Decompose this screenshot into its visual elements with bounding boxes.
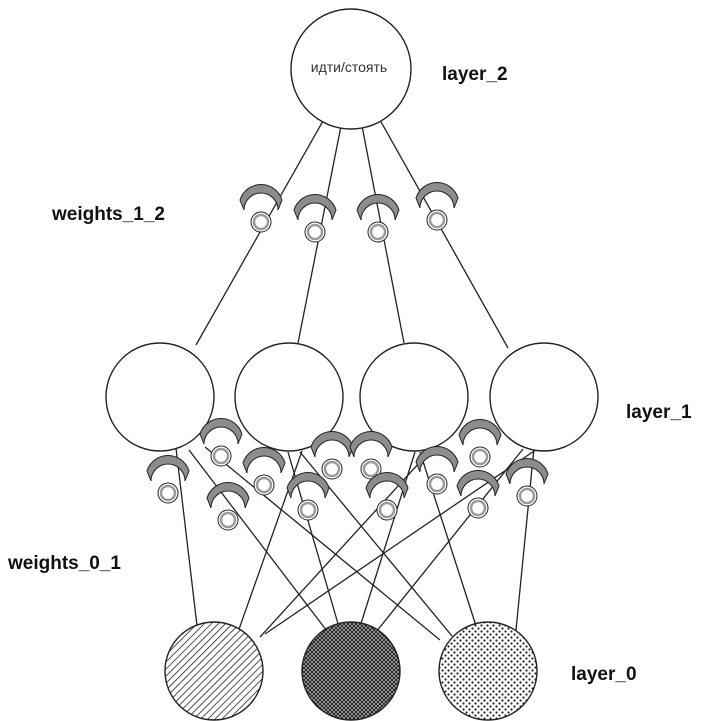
weight-gauge <box>415 446 459 495</box>
weight-gauge <box>356 194 400 243</box>
weight-gauge <box>349 431 393 480</box>
weight-gauge <box>206 482 250 531</box>
input-node-dotted <box>438 621 538 721</box>
input-layer-nodes <box>164 621 538 721</box>
layer-2-label: layer_2 <box>442 64 508 85</box>
input-node-hatched <box>164 621 264 721</box>
hidden-node-1 <box>105 342 215 452</box>
weight-gauge <box>146 455 190 504</box>
weight-gauge <box>199 418 243 467</box>
weights-1-2-gauges <box>239 182 459 243</box>
hidden-node-3 <box>359 342 469 452</box>
weight-gauge <box>242 447 286 496</box>
weight-gauge <box>456 470 500 519</box>
weights-1-2-label: weights_1_2 <box>52 204 165 225</box>
weight-gauge <box>286 472 330 521</box>
layer-1-label: layer_1 <box>626 402 692 423</box>
hidden-layer-nodes <box>105 342 599 452</box>
hidden-node-2 <box>234 342 344 452</box>
output-node-label: идти/стоять <box>311 59 387 75</box>
input-node-crosshatched <box>301 621 401 721</box>
hidden-node-4 <box>489 342 599 452</box>
output-node: идти/стоять <box>290 8 412 130</box>
weights-0-1-gauges <box>146 418 549 531</box>
weight-gauge <box>505 458 549 507</box>
weight-gauge <box>415 182 459 231</box>
layer-0-label: layer_0 <box>571 664 637 685</box>
weight-gauge <box>239 184 283 233</box>
weight-gauge <box>365 472 409 521</box>
connections-1-2 <box>195 119 509 349</box>
weight-gauge <box>293 194 337 243</box>
weight-gauge <box>458 419 502 468</box>
weights-0-1-label: weights_0_1 <box>8 553 121 574</box>
weight-gauge <box>310 431 354 480</box>
